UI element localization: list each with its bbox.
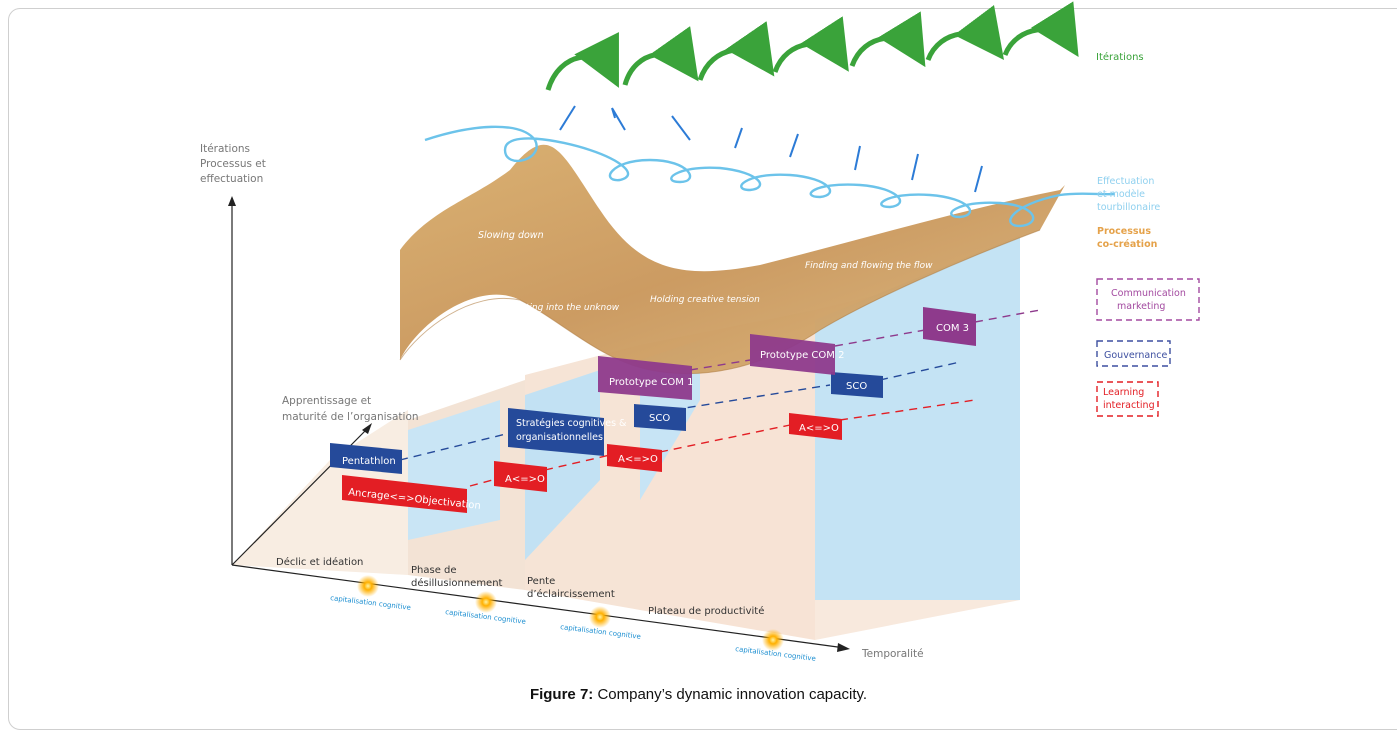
legend-communication-2: marketing bbox=[1117, 301, 1165, 312]
box-aeo-3-label: A<=>O bbox=[799, 423, 839, 434]
capitalisation-markers bbox=[357, 575, 784, 651]
box-strategies-line2: organisationnelles bbox=[516, 432, 603, 443]
effectuation-spiral bbox=[424, 125, 1116, 228]
box-aeo-3: A<=>O bbox=[789, 413, 842, 440]
box-com-3: COM 3 bbox=[923, 307, 976, 346]
figure-label: Figure 7: bbox=[529, 686, 594, 703]
box-aeo-2-label: A<=>O bbox=[618, 454, 658, 465]
box-sco-1-label: SCO bbox=[649, 413, 670, 424]
capitalisation-label-1: capitalisation cognitive bbox=[330, 594, 411, 612]
box-strategies: Stratégies cognitives & organisationnell… bbox=[508, 408, 627, 456]
box-com-2: Prototype COM 2 bbox=[750, 334, 844, 375]
sun-icon bbox=[589, 606, 611, 628]
legend-learning-1: Learning bbox=[1103, 387, 1144, 398]
y-axis-label-1: Itérations bbox=[200, 143, 250, 155]
box-com-1-label: Prototype COM 1 bbox=[609, 377, 693, 388]
label-accelerating: Accelerating into the unknow bbox=[486, 303, 620, 313]
box-pentathlon-label: Pentathlon bbox=[342, 456, 396, 467]
legend-gouvernance: Gouvernance bbox=[1104, 350, 1167, 361]
legend-processus-1: Processus bbox=[1097, 226, 1151, 237]
spiral-small-arrows bbox=[559, 105, 983, 193]
legend-effectuation-2: et modèle bbox=[1097, 189, 1145, 200]
legend-processus-2: co-création bbox=[1097, 239, 1158, 250]
x-axis-label: Temporalité bbox=[861, 648, 924, 660]
box-com-1: Prototype COM 1 bbox=[598, 356, 693, 400]
box-pentathlon: Pentathlon bbox=[330, 443, 402, 474]
phase-2-label-2: désillusionnement bbox=[411, 577, 503, 589]
label-finding: Finding and flowing the flow bbox=[805, 261, 933, 271]
phase-4-label: Plateau de productivité bbox=[648, 605, 764, 617]
label-holding: Holding creative tension bbox=[650, 295, 760, 305]
box-com-3-label: COM 3 bbox=[936, 323, 969, 334]
box-sco-2: SCO bbox=[831, 372, 883, 398]
box-aeo-1: A<=>O bbox=[494, 461, 547, 492]
box-aeo-1-label: A<=>O bbox=[505, 474, 545, 485]
legend-iterations: Itérations bbox=[1096, 51, 1144, 63]
phase-2-label-1: Phase de bbox=[411, 565, 457, 576]
co-creation-surface bbox=[400, 144, 1065, 374]
legend-communication-1: Communication bbox=[1111, 288, 1186, 299]
y-axis-label-3: effectuation bbox=[200, 173, 263, 185]
label-slowing-down: Slowing down bbox=[478, 230, 544, 241]
sun-icon bbox=[475, 591, 497, 613]
box-sco-2-label: SCO bbox=[846, 381, 867, 392]
box-aeo-2: A<=>O bbox=[607, 444, 662, 472]
phase-1-label: Déclic et idéation bbox=[276, 556, 363, 568]
legend-learning-2: interacting bbox=[1103, 400, 1155, 411]
legend-learning-box bbox=[1096, 381, 1159, 417]
figure-caption: Figure 7: Company’s dynamic innovation c… bbox=[0, 686, 1397, 703]
box-sco-1: SCO bbox=[634, 404, 686, 431]
sun-icon bbox=[357, 575, 379, 597]
box-strategies-line1: Stratégies cognitives & bbox=[516, 418, 627, 429]
x-axis-line bbox=[231, 564, 846, 649]
legend-effectuation-3: tourbillonaire bbox=[1097, 202, 1160, 213]
legend-communication-box bbox=[1096, 278, 1200, 321]
iteration-arrows bbox=[545, 1, 1079, 91]
legend-gouvernance-box bbox=[1096, 340, 1171, 367]
phase-3-label-1: Pente bbox=[527, 576, 555, 587]
box-com-2-label: Prototype COM 2 bbox=[760, 350, 844, 361]
depth-axis-label-1: Apprentissage et bbox=[282, 395, 371, 407]
depth-axis-label-2: maturité de l’organisation bbox=[282, 411, 419, 423]
legend-effectuation-1: Effectuation bbox=[1097, 176, 1154, 187]
y-axis-label-2: Processus et bbox=[200, 158, 266, 170]
phase-3-label-2: d’éclaircissement bbox=[527, 588, 615, 600]
sun-icon bbox=[762, 629, 784, 651]
figure-text: Company’s dynamic innovation capacity. bbox=[597, 686, 868, 703]
